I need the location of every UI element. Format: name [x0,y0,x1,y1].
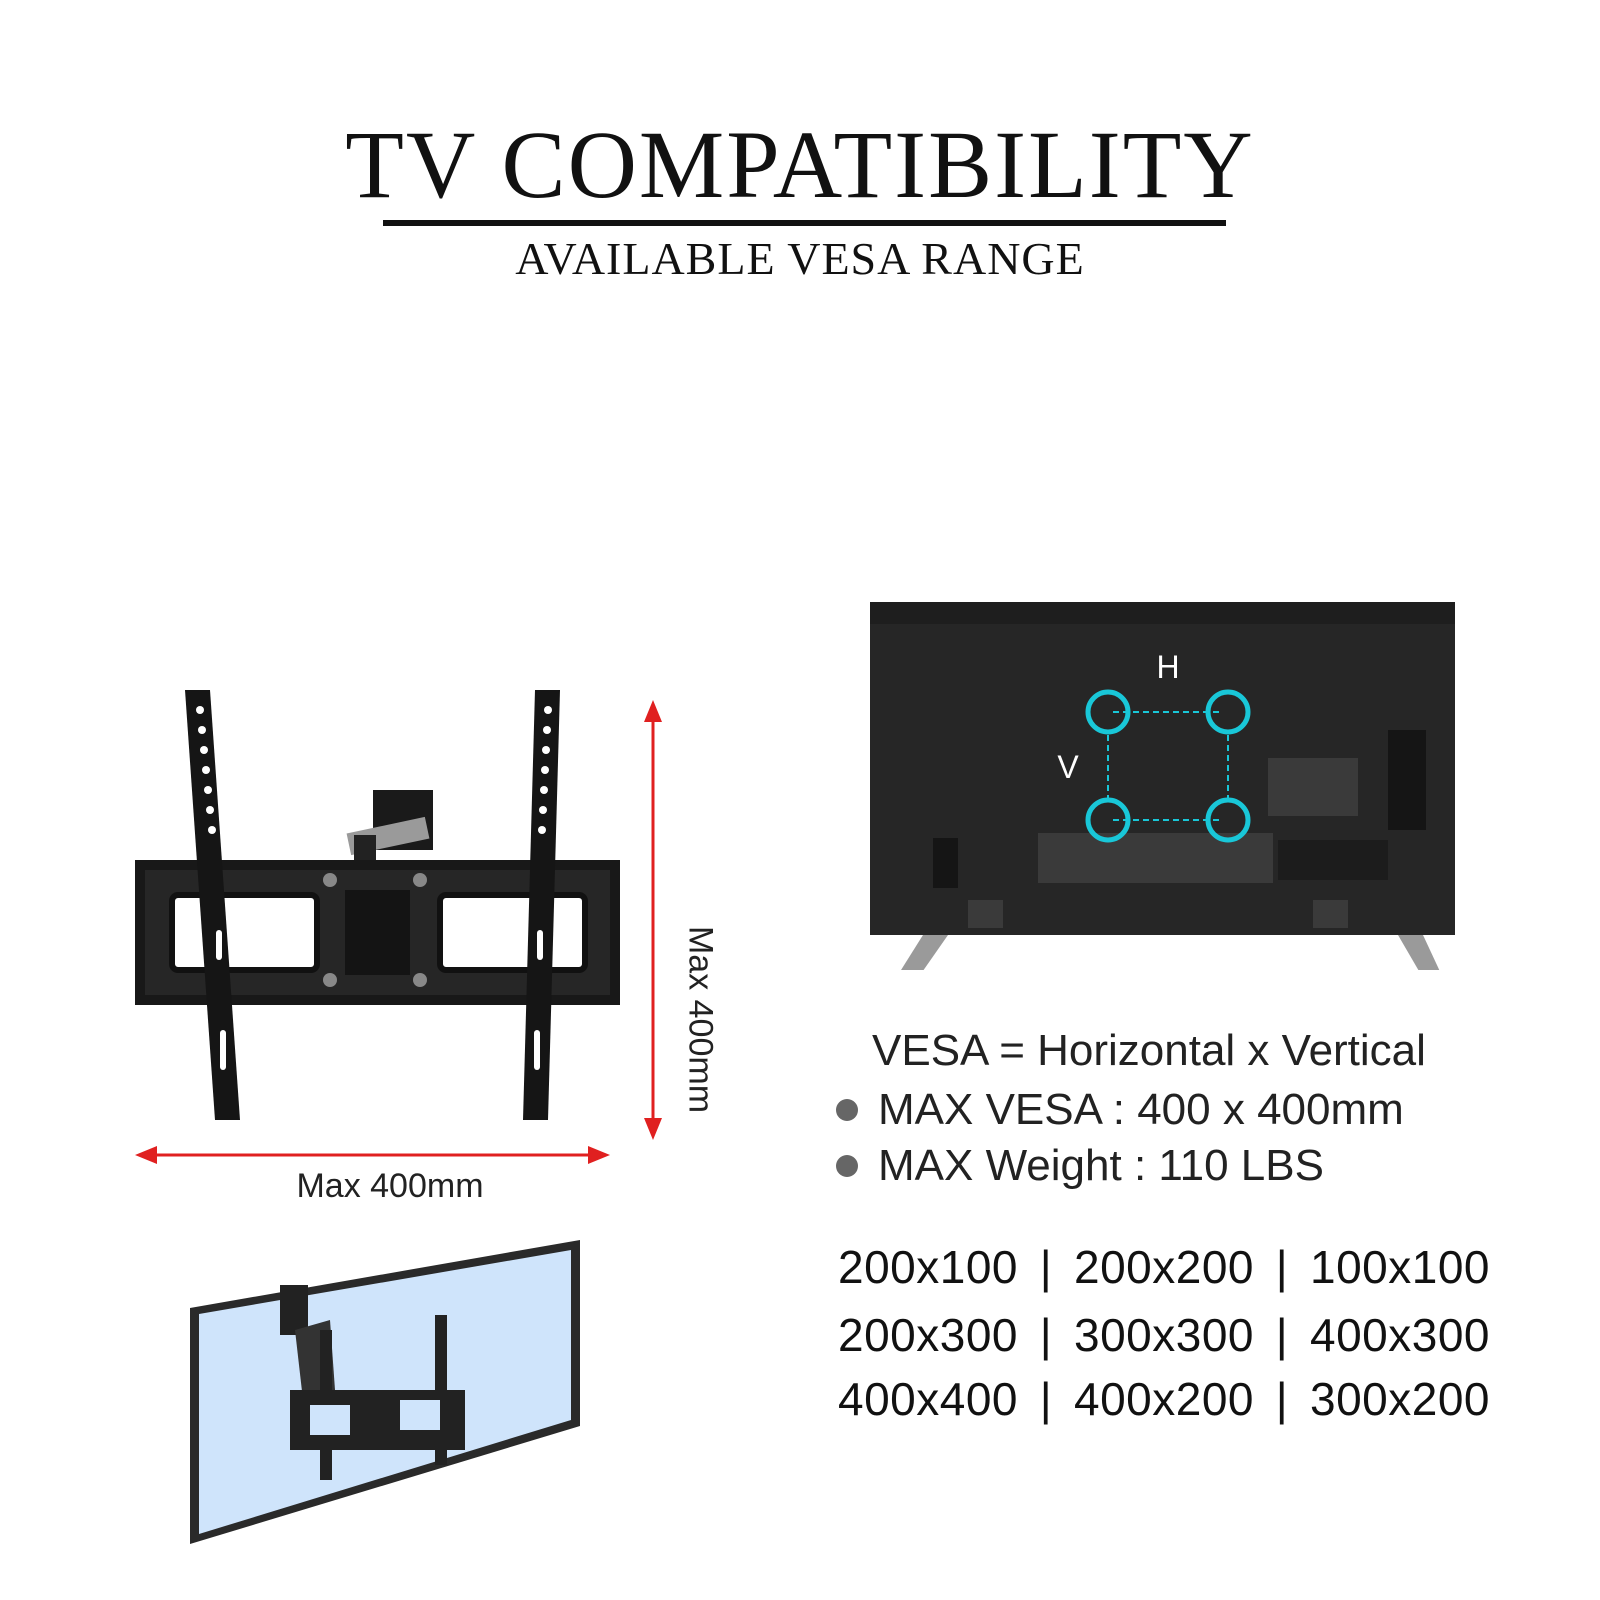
vesa-definition: VESA = Horizontal x Vertical [872,1026,1426,1075]
separator: | [1275,1241,1289,1293]
vesa-size-row: 200x100 | 200x200 | 100x100 [838,1240,1490,1294]
vesa-size: 400x300 [1310,1309,1490,1361]
height-dimension-arrow [644,700,662,1140]
separator: | [1039,1309,1053,1361]
width-dimension-arrow [135,1146,610,1164]
tv-back-illustration: H V [870,602,1455,970]
tv-stand-right [1398,935,1440,970]
vesa-h-label: H [1156,649,1179,685]
vertical-arm-right [523,690,560,1120]
separator: | [1275,1309,1289,1361]
page-subtitle: AVAILABLE VESA RANGE [515,233,1085,284]
tv-stand-left [901,935,948,970]
separator: | [1039,1241,1053,1293]
vesa-hole-top-left [1085,689,1131,735]
vesa-size: 200x100 [838,1241,1018,1293]
vesa-hole-top-right [1205,689,1251,735]
vesa-size-row: 200x300 | 300x300 | 400x300 [838,1308,1490,1362]
wall-mount-bracket-illustration [135,690,620,1120]
separator: | [1275,1373,1289,1425]
vesa-size: 400x200 [1074,1373,1254,1425]
vesa-size: 300x200 [1310,1373,1490,1425]
page-title: TV COMPATIBILITY [345,111,1255,218]
height-label: Max 400mm [681,925,720,1114]
spec-max-weight-text: MAX Weight : 110 LBS [878,1141,1324,1190]
bullet-icon [836,1099,858,1121]
vesa-v-label: V [1057,749,1079,785]
spec-max-vesa-text: MAX VESA : 400 x 400mm [878,1085,1404,1134]
title-underline [383,220,1226,226]
vesa-size: 200x300 [838,1309,1018,1361]
vesa-size: 300x300 [1074,1309,1254,1361]
bullet-icon [836,1155,858,1177]
vesa-hole-bottom-right [1205,797,1251,843]
mounted-tv-illustration [190,1240,580,1544]
width-label: Max 400mm [296,1167,484,1205]
separator: | [1039,1373,1053,1425]
vesa-size: 200x200 [1074,1241,1254,1293]
spec-max-vesa: MAX VESA : 400 x 400mm [836,1085,1404,1135]
vesa-hole-bottom-left [1085,797,1131,843]
vesa-size: 100x100 [1310,1241,1490,1293]
vesa-size: 400x400 [838,1373,1018,1425]
vesa-size-row: 400x400 | 400x200 | 300x200 [838,1372,1490,1426]
spec-max-weight: MAX Weight : 110 LBS [836,1141,1324,1191]
frame-cutout-right [437,892,588,973]
frame-cutout-left [169,892,320,973]
vertical-arm-left [185,690,240,1120]
